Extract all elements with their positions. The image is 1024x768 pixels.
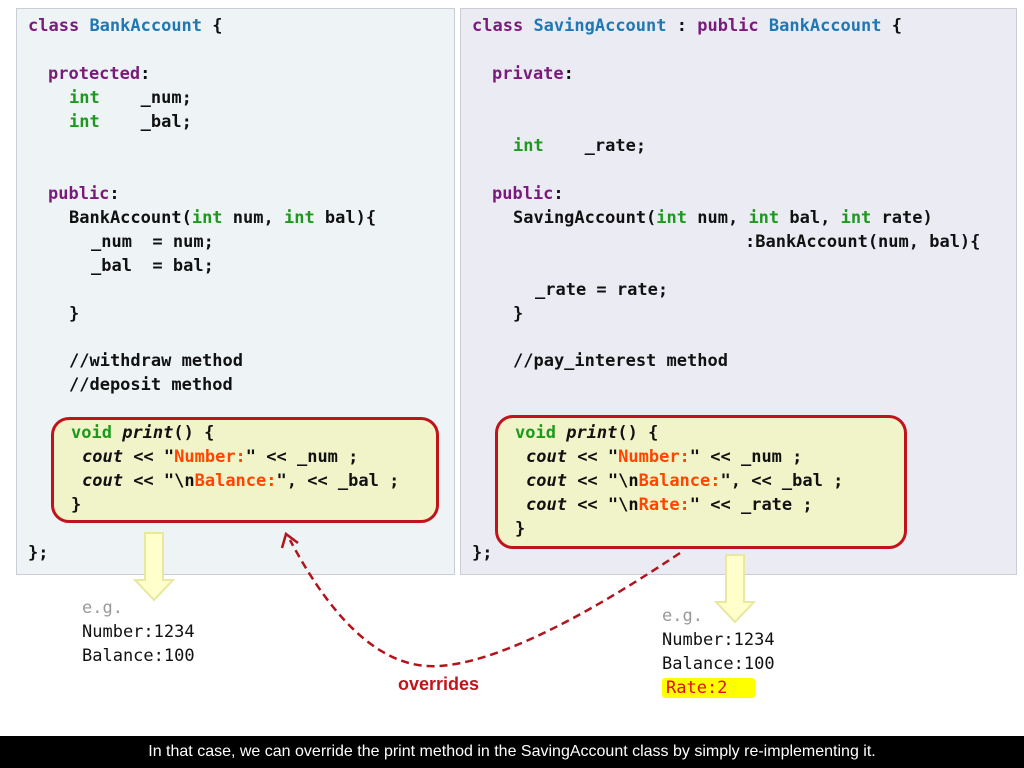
base-deposit-comment: //deposit method <box>69 375 233 395</box>
derived-print-close: } <box>515 519 526 539</box>
derived-output-number: Number:1234 <box>662 630 775 650</box>
base-bal-declaration: int _bal; <box>69 112 192 132</box>
base-output-arrow <box>132 532 176 602</box>
derived-initializer-list: :BankAccount(num, bal){ <box>745 232 981 252</box>
base-protected-label: protected: <box>48 64 151 84</box>
base-class-close: }; <box>28 543 49 563</box>
base-print-close: } <box>71 495 82 515</box>
derived-print-number-line: cout << "Number:" << _num ; <box>526 447 803 467</box>
base-num-declaration: int _num; <box>69 88 192 108</box>
overrides-arrow <box>288 539 681 668</box>
base-print-number-line: cout << "Number:" << _num ; <box>82 447 359 467</box>
derived-print-method-box <box>495 415 907 549</box>
derived-print-balance-line: cout << "\nBalance:", << _bal ; <box>526 471 844 491</box>
derived-class-close: }; <box>472 543 493 563</box>
base-class-header: class BankAccount { <box>28 16 223 36</box>
derived-output-balance: Balance:100 <box>662 654 775 674</box>
derived-class-header: class SavingAccount : public BankAccount… <box>472 16 902 36</box>
base-output-number: Number:1234 <box>82 622 195 642</box>
base-print-signature: void print() { <box>71 423 215 443</box>
derived-output-example: e.g. Number:1234 Balance:100 Rate:2 <box>662 604 775 700</box>
derived-rate-declaration: int _rate; <box>513 136 647 156</box>
derived-output-eg: e.g. <box>662 606 703 626</box>
base-print-method-box <box>51 417 439 523</box>
overrides-arrowhead <box>280 531 299 549</box>
derived-print-rate-line: cout << "\nRate:" << _rate ; <box>526 495 813 515</box>
caption-bar <box>0 736 1024 768</box>
base-assign-num: _num = num; <box>91 232 214 252</box>
base-withdraw-comment: //withdraw method <box>69 351 243 371</box>
overrides-label: overrides <box>398 674 480 694</box>
derived-print-signature: void print() { <box>515 423 659 443</box>
base-constructor-close: } <box>69 304 80 324</box>
derived-private-label: private: <box>492 64 574 84</box>
derived-constructor-close: } <box>513 304 524 324</box>
base-assign-bal: _bal = bal; <box>91 256 214 276</box>
derived-output-rate: Rate:2 <box>662 678 756 698</box>
base-constructor-signature: BankAccount(int num, int bal){ <box>69 208 377 228</box>
derived-public-label: public: <box>492 184 564 204</box>
derived-constructor-signature: SavingAccount(int num, int bal, int rate… <box>513 208 933 228</box>
base-output-example: e.g. Number:1234 Balance:100 <box>82 596 195 668</box>
derived-pay-interest-comment: //pay_interest method <box>513 351 728 371</box>
base-output-eg: e.g. <box>82 598 123 618</box>
derived-assign-rate: _rate = rate; <box>535 280 669 300</box>
caption-text: In that case, we can override the print … <box>148 743 876 760</box>
base-output-balance: Balance:100 <box>82 646 195 666</box>
base-public-label: public: <box>48 184 120 204</box>
derived-output-arrow <box>713 554 757 624</box>
base-print-balance-line: cout << "\nBalance:", << _bal ; <box>82 471 400 491</box>
